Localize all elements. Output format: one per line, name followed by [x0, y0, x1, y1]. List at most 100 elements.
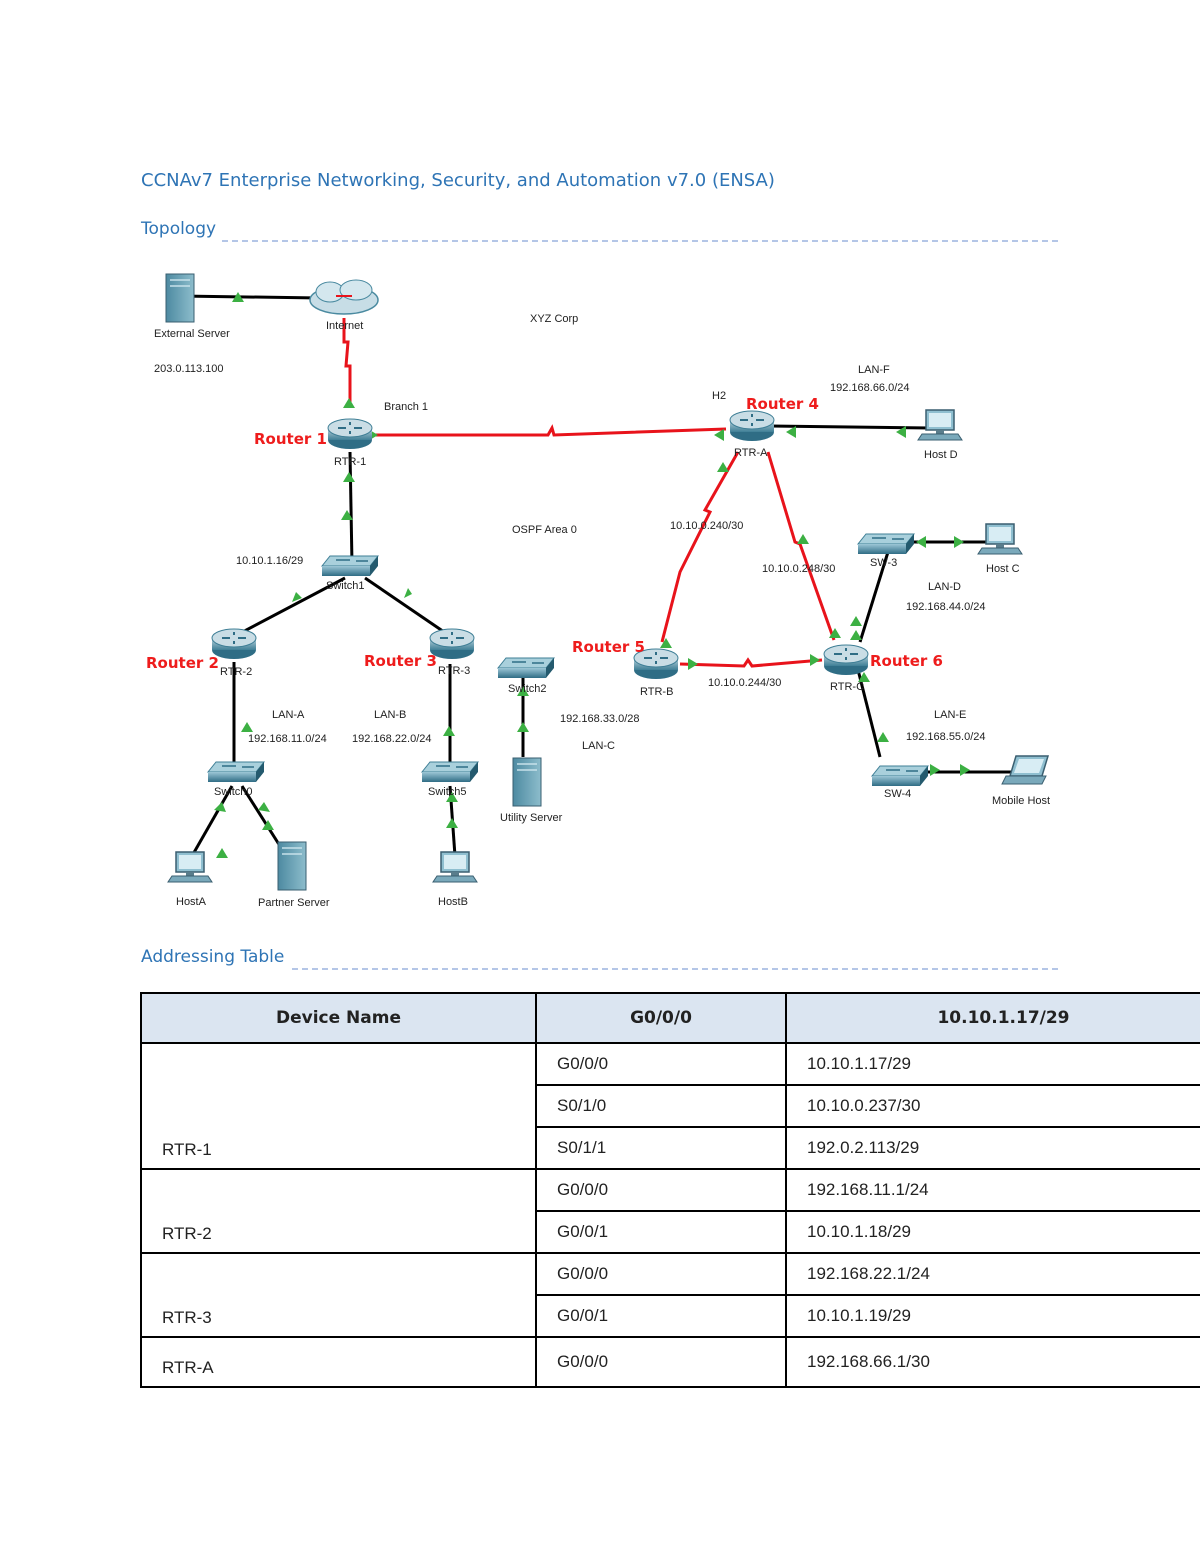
interface-cell: G0/0/0 [535, 1336, 787, 1388]
device-name-cell: RTR-2 [140, 1168, 537, 1254]
switch1-label: Switch1 [326, 580, 365, 592]
mobile-host-laptop-icon[interactable] [1001, 755, 1049, 785]
device-name-cell: RTR-A [140, 1336, 537, 1388]
lan-a-label: LAN-A [272, 709, 305, 721]
lan-f-network-label: 192.168.66.0/24 [830, 382, 910, 394]
h2-label: H2 [712, 390, 726, 402]
lan-c-label: LAN-C [582, 740, 615, 752]
lan-e-label: LAN-E [934, 709, 966, 721]
wan-links [342, 318, 836, 668]
utility-server-label: Utility Server [500, 812, 563, 824]
switch0-label: Switch0 [214, 786, 253, 798]
interface-cell: S0/1/1 [535, 1126, 787, 1170]
ip-address-cell: 192.168.11.1/24 [785, 1168, 1200, 1212]
rtr1-label: RTR-1 [334, 456, 366, 468]
xyz-corp-label: XYZ Corp [530, 313, 578, 325]
interface-cell: G0/0/0 [535, 1168, 787, 1212]
interface-cell: G0/0/0 [535, 1252, 787, 1296]
external-server-label: External Server [154, 328, 230, 340]
lan-f-label: LAN-F [858, 364, 890, 376]
ospf-area-label: OSPF Area 0 [512, 524, 577, 536]
rtr-a-router-icon[interactable] [729, 410, 775, 442]
interface-cell: G0/0/0 [535, 1042, 787, 1086]
branch1-label: Branch 1 [384, 401, 428, 413]
lan-a-network-label: 192.168.11.0/24 [248, 733, 327, 745]
topology-heading-rule [222, 240, 1058, 242]
switch2-icon[interactable] [497, 657, 555, 679]
device-name-cell: RTR-1 [140, 1042, 537, 1170]
host-d-label: Host D [924, 449, 958, 461]
column-header: Device Name [140, 992, 537, 1044]
switch1-icon[interactable] [321, 555, 379, 577]
router5-callout: Router 5 [572, 638, 645, 656]
sw4-switch-icon[interactable] [871, 765, 929, 787]
switch0-icon[interactable] [207, 761, 265, 783]
ip-address-cell: 192.168.22.1/24 [785, 1252, 1200, 1296]
lan-d-network-label: 192.168.44.0/24 [906, 601, 986, 613]
interface-cell: G0/0/1 [535, 1294, 787, 1338]
rtr-c-router-icon[interactable] [823, 644, 869, 676]
rtr-b-label: RTR-B [640, 686, 673, 698]
partner-server-label: Partner Server [258, 897, 330, 909]
internet-label: Internet [326, 320, 363, 332]
wan-244-label: 10.10.0.244/30 [708, 677, 781, 689]
lan-d-label: LAN-D [928, 581, 961, 593]
ip-address-cell: 10.10.1.17/29 [785, 1042, 1200, 1086]
topology-heading: Topology [141, 219, 217, 239]
sw3-switch-icon[interactable] [857, 533, 915, 555]
ip-address-cell: 192.0.2.113/29 [785, 1126, 1200, 1170]
partner-server-icon[interactable] [277, 841, 307, 891]
lan-b-label: LAN-B [374, 709, 406, 721]
router6-callout: Router 6 [870, 652, 943, 670]
wan-240-label: 10.10.0.240/30 [670, 520, 743, 532]
rtr2-label: RTR-2 [220, 666, 252, 678]
ip-address-cell: 10.10.1.18/29 [785, 1210, 1200, 1254]
host-c-label: Host C [986, 563, 1020, 575]
net-10-10-1-16-label: 10.10.1.16/29 [236, 555, 303, 567]
switch5-icon[interactable] [421, 761, 479, 783]
table-header-row: Device Name G0/0/0 10.10.1.17/29 [140, 992, 1200, 1044]
ip-address-cell: 10.10.0.237/30 [785, 1084, 1200, 1128]
device-name-cell: RTR-3 [140, 1252, 537, 1338]
interface-cell: G0/0/1 [535, 1210, 787, 1254]
document-title: CCNAv7 Enterprise Networking, Security, … [141, 170, 775, 191]
ip-address-cell: 192.168.66.1/30 [785, 1336, 1200, 1388]
wan-248-label: 10.10.0.248/30 [762, 563, 835, 575]
lan-e-network-label: 192.168.55.0/24 [906, 731, 986, 743]
rtr-c-label: RTR-C [830, 681, 864, 693]
rtr3-label: RTR-3 [438, 665, 470, 677]
router4-callout: Router 4 [746, 395, 819, 413]
topology-diagram: External Server Internet RTR-1 Switch1 R… [140, 262, 1060, 922]
switch5-label: Switch5 [428, 786, 467, 798]
lan-b-network-label: 192.168.22.0/24 [352, 733, 432, 745]
host-a-pc-icon[interactable] [167, 851, 213, 883]
sw3-label: SW-3 [870, 557, 897, 569]
mobile-host-label: Mobile Host [992, 795, 1050, 807]
utility-server-icon[interactable] [512, 757, 542, 807]
router1-callout: Router 1 [254, 430, 327, 448]
host-a-label: HostA [176, 896, 207, 908]
addressing-heading-rule [292, 968, 1058, 970]
router2-callout: Router 2 [146, 654, 219, 672]
host-d-pc-icon[interactable] [917, 409, 963, 441]
sw4-label: SW-4 [884, 788, 911, 800]
router3-callout: Router 3 [364, 652, 437, 670]
column-header: G0/0/0 [535, 992, 787, 1044]
internet-cloud-icon[interactable] [309, 279, 379, 315]
rtr1-router-icon[interactable] [327, 418, 373, 450]
interface-cell: S0/1/0 [535, 1084, 787, 1128]
addressing-table-heading: Addressing Table [141, 947, 285, 967]
host-b-pc-icon[interactable] [432, 851, 478, 883]
external-server-icon[interactable] [165, 273, 195, 323]
host-c-pc-icon[interactable] [977, 523, 1023, 555]
switch2-label: Switch2 [508, 683, 547, 695]
lan-c-network-label: 192.168.33.0/28 [560, 713, 640, 725]
